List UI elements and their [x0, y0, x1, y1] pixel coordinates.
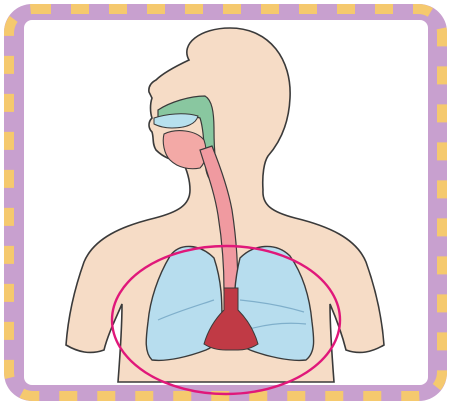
diagram-frame	[0, 0, 451, 405]
respiratory-diagram	[0, 0, 451, 405]
